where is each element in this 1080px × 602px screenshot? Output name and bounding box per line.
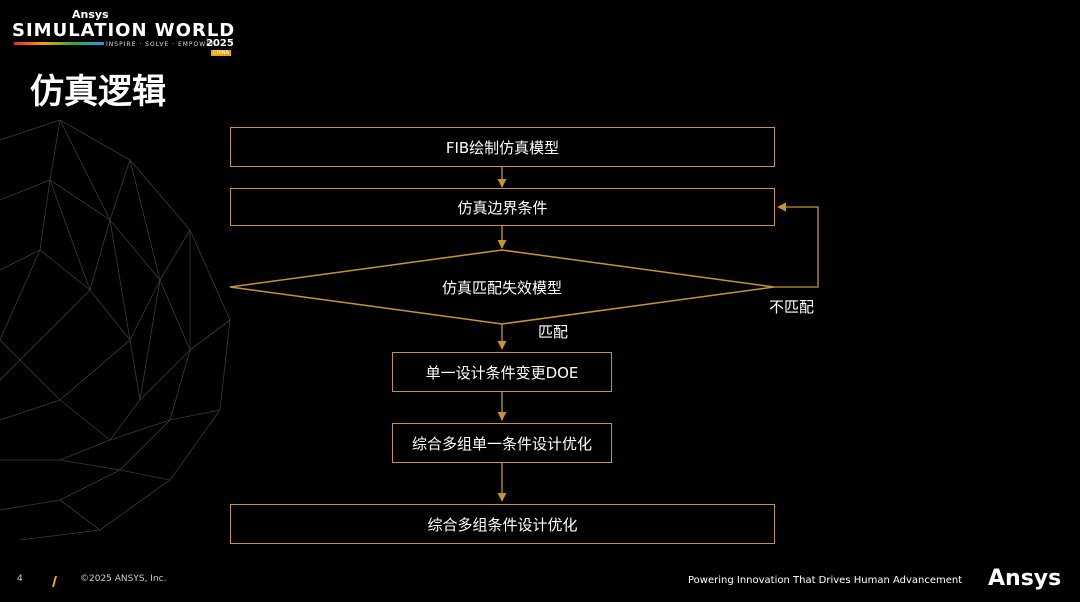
edge-n3-n2-loop bbox=[774, 202, 819, 288]
ansys-brand-logo: Ansys bbox=[988, 566, 1062, 591]
flow-node-match-failure-model: 仿真匹配失效模型 bbox=[402, 277, 602, 298]
footer-tagline: Powering Innovation That Drives Human Ad… bbox=[688, 575, 963, 586]
flow-node-label: 综合多组单一条件设计优化 bbox=[411, 434, 592, 453]
logo-main-text: SIMULATION WORLD bbox=[12, 20, 236, 41]
flow-node-boundary-conditions: 仿真边界条件 bbox=[230, 188, 775, 226]
flow-node-single-doe: 单一设计条件变更DOE bbox=[392, 352, 612, 392]
logo-tagline: INSPIRE · SOLVE · EMPOWER bbox=[106, 41, 217, 48]
flow-node-label: 单一设计条件变更DOE bbox=[425, 363, 579, 382]
background-network-graphic bbox=[0, 120, 231, 540]
simulation-world-logo: Ansys SIMULATION WORLD INSPIRE · SOLVE ·… bbox=[10, 8, 240, 56]
flow-node-label: 仿真边界条件 bbox=[457, 198, 548, 217]
logo-color-bar bbox=[14, 42, 104, 45]
edge-label-match: 匹配 bbox=[538, 323, 569, 341]
page-number: 4 bbox=[17, 574, 23, 584]
flow-node-label: 仿真匹配失效模型 bbox=[441, 279, 562, 297]
edge-label-no-match: 不匹配 bbox=[769, 298, 815, 316]
flow-node-multi-optimization: 综合多组条件设计优化 bbox=[230, 504, 775, 544]
flow-node-label: FIB绘制仿真模型 bbox=[445, 138, 560, 157]
logo-region: CHINA bbox=[211, 50, 231, 56]
flow-node-label: 综合多组条件设计优化 bbox=[427, 515, 578, 534]
slash-accent-icon bbox=[52, 576, 57, 587]
flow-node-multi-single-optimization: 综合多组单一条件设计优化 bbox=[392, 423, 612, 463]
logo-ansys-text: Ansys bbox=[72, 8, 109, 21]
page-title: 仿真逻辑 bbox=[30, 72, 166, 112]
copyright-text: ©2025 ANSYS, Inc. bbox=[80, 574, 167, 584]
flow-node-fib-model: FIB绘制仿真模型 bbox=[230, 127, 775, 167]
logo-year: 2025 bbox=[206, 38, 234, 49]
